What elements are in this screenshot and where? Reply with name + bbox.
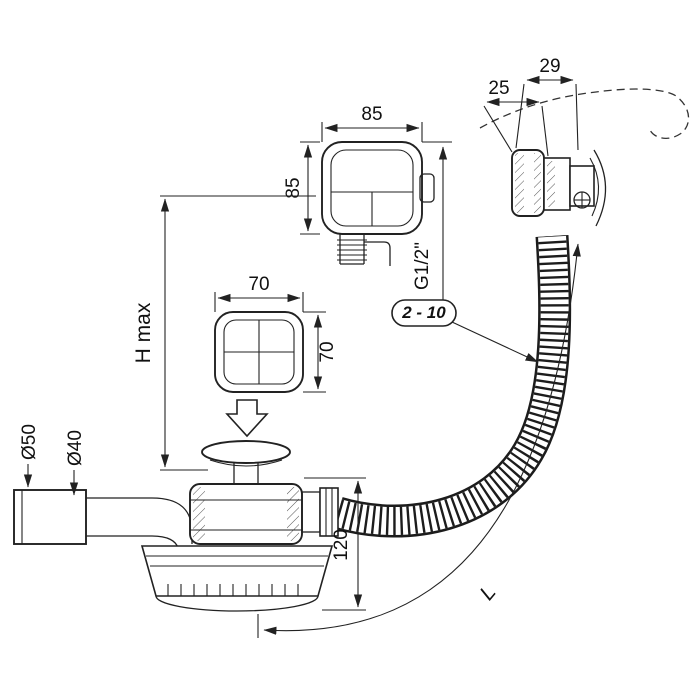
- dim-70h-label: 70: [317, 341, 338, 362]
- valve-body: [189, 483, 303, 545]
- threaded-stub: [337, 234, 367, 265]
- dim-plate-height: 70: [303, 311, 338, 393]
- dim-control-height: 85: [283, 141, 320, 235]
- dim-85w-label: 85: [361, 104, 382, 125]
- dim-overflow-width: 29: [515, 56, 579, 151]
- dim-pipe-inner: Ø40: [65, 430, 86, 496]
- dim-85h-label: 85: [283, 177, 304, 198]
- dim-120-label: 120: [331, 529, 352, 561]
- dim-25-label: 25: [488, 78, 509, 99]
- h-max-label: H max: [132, 302, 155, 363]
- control-handle: [419, 173, 435, 203]
- dim-control-width: 85: [321, 104, 423, 142]
- assembly-arrow: [225, 399, 269, 438]
- dim-pipe-outer: Ø50: [19, 424, 40, 488]
- outlet-nut: [301, 487, 339, 537]
- corrugated-hose: [333, 235, 572, 538]
- face-plate: [214, 311, 304, 438]
- d50-label: Ø50: [19, 424, 40, 460]
- dim-70w-label: 70: [248, 274, 269, 295]
- drain-assembly: [13, 440, 339, 612]
- elbow: [151, 497, 193, 544]
- bottom-nut: [140, 545, 334, 612]
- dim-height-max: H max: [132, 195, 316, 471]
- inlet-pipe-outer: [13, 489, 87, 545]
- dim-clamp-range: 2 - 10: [391, 299, 539, 363]
- length-label: L: [475, 581, 500, 605]
- tub-rim-contour: [479, 88, 690, 140]
- clamp-range-label: 2 - 10: [401, 303, 446, 322]
- d40-label: Ø40: [65, 430, 86, 466]
- drain-plug: [201, 440, 291, 484]
- thread-size-label: G1/2": [412, 242, 433, 290]
- dim-plate-width: 70: [214, 274, 304, 312]
- dim-29-label: 29: [539, 56, 560, 77]
- cable: [364, 241, 391, 266]
- overflow-fitting: [479, 88, 690, 227]
- dim-overflow-depth: 25: [483, 78, 549, 157]
